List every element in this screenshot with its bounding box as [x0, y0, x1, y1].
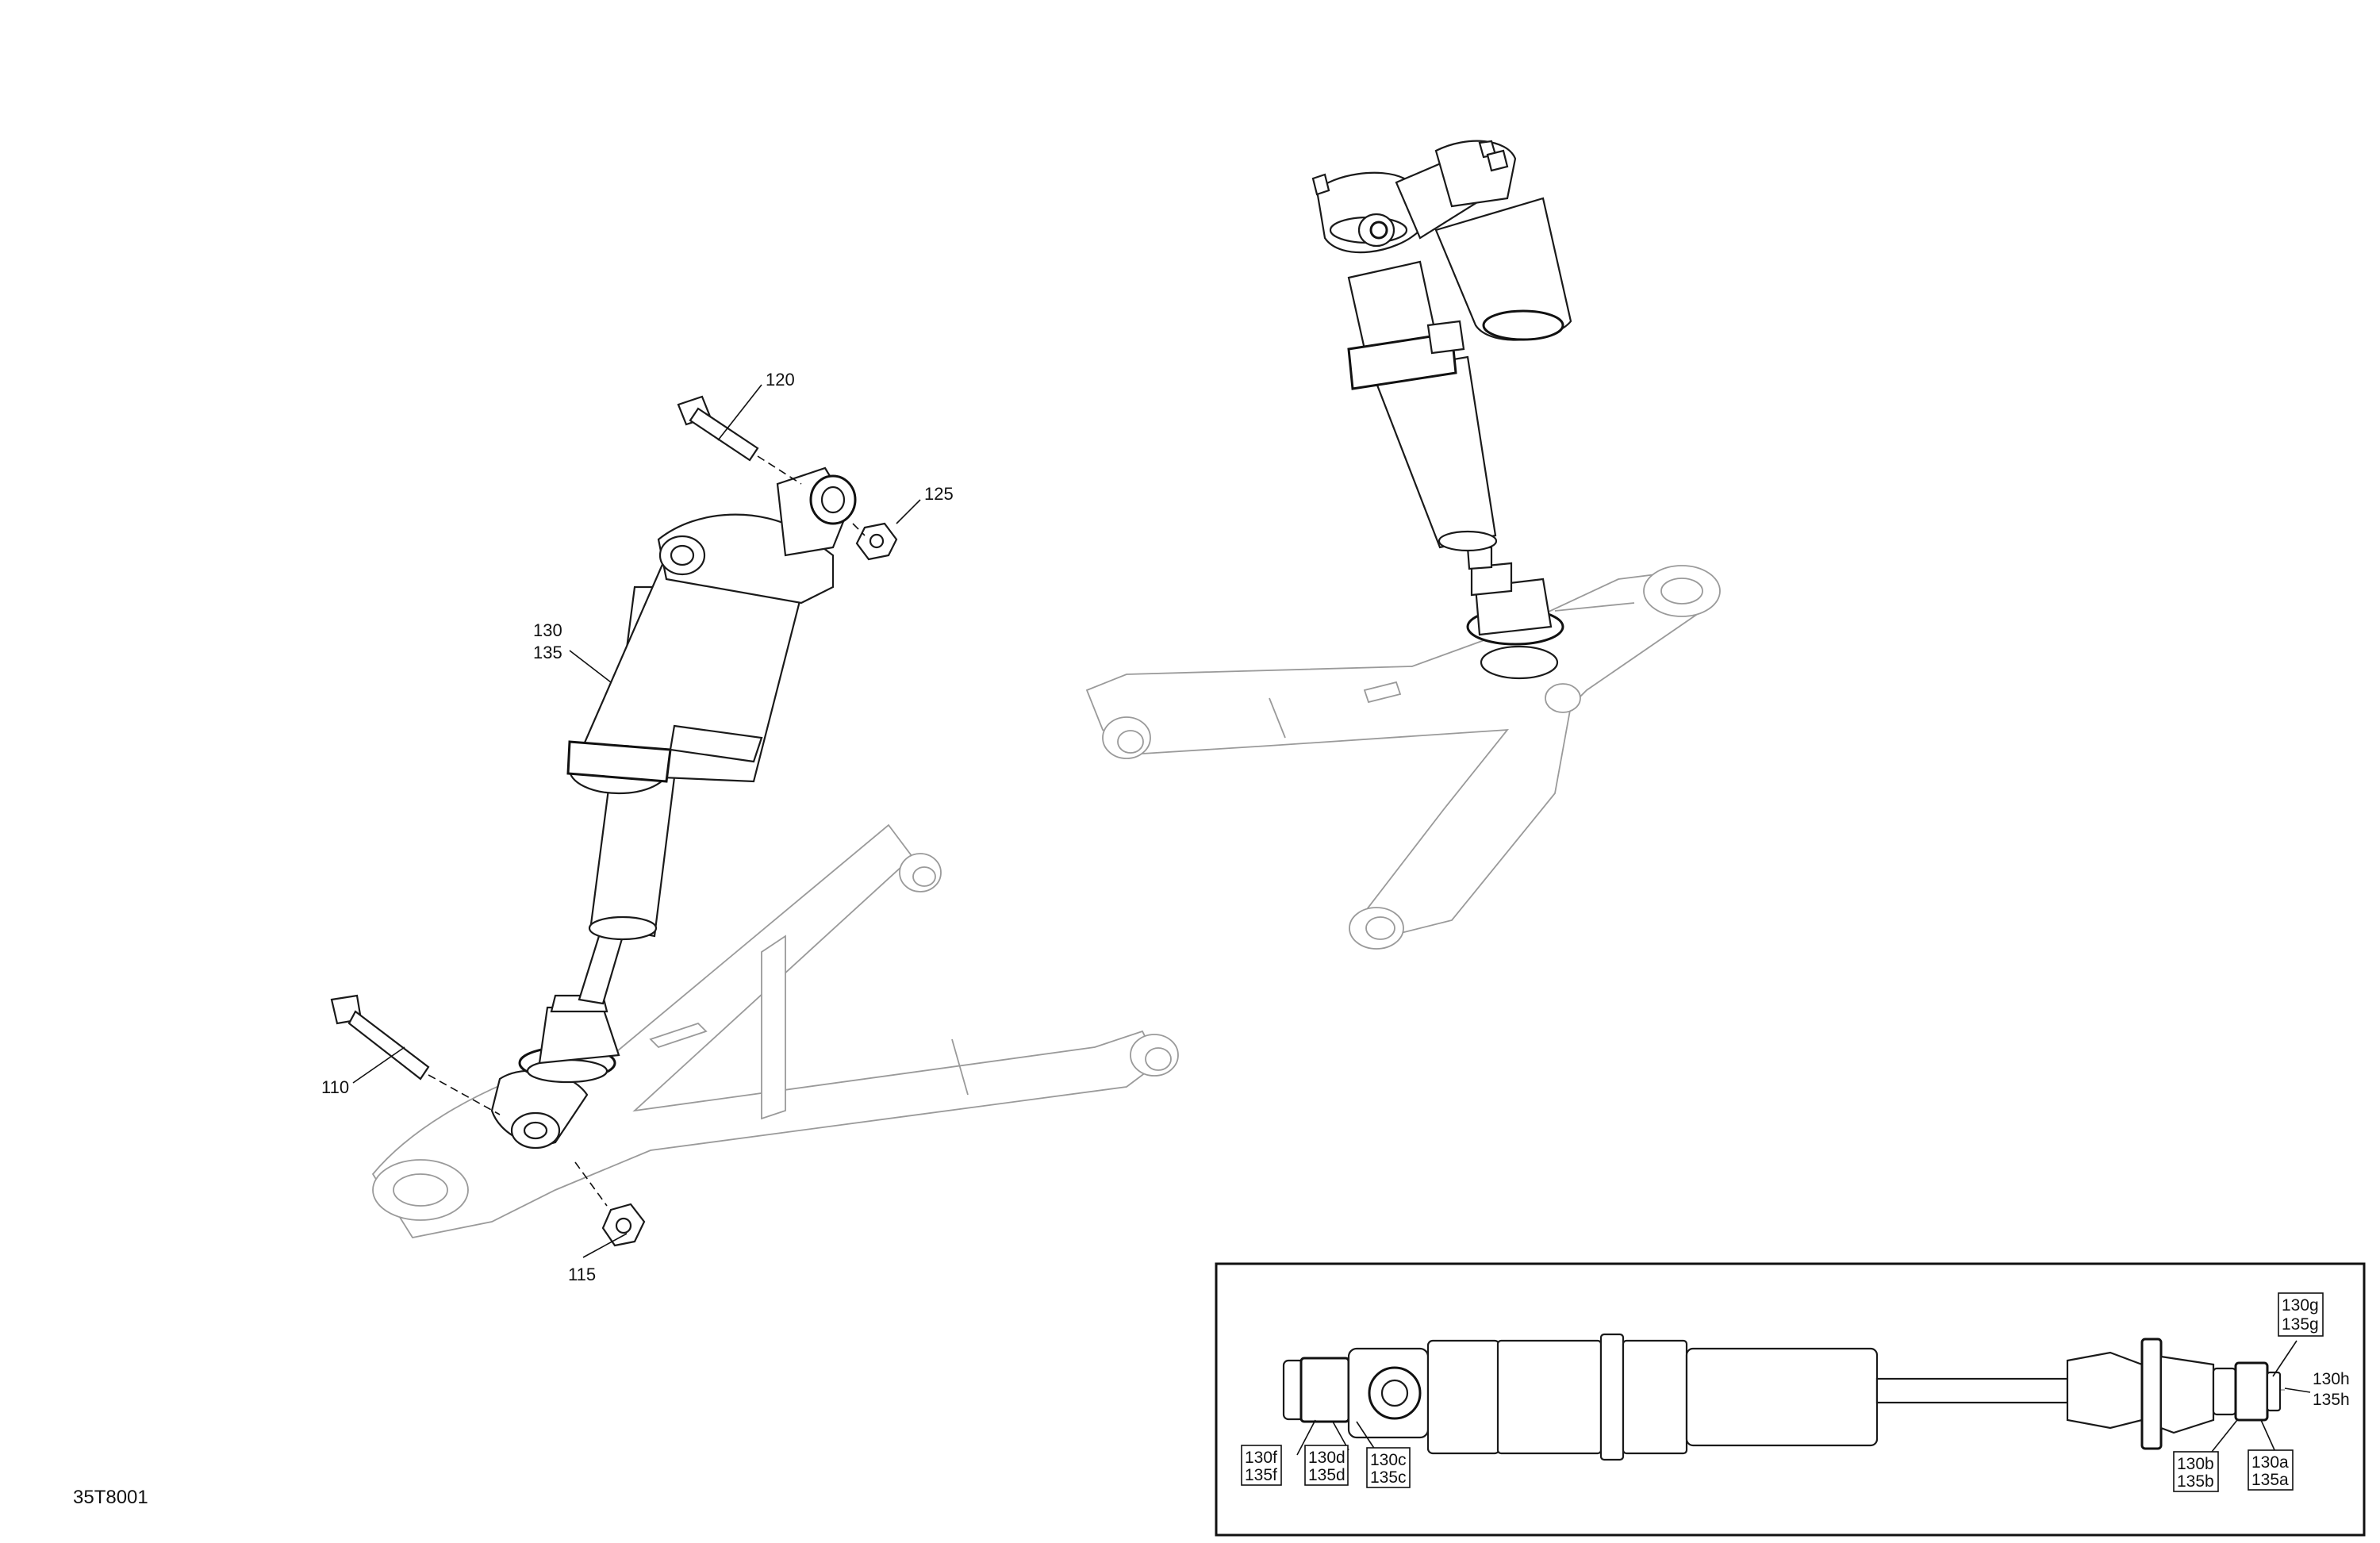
figure-reference-code: 35T8001 — [73, 1487, 148, 1508]
svg-text:130g: 130g — [2282, 1296, 2319, 1315]
svg-text:130b: 130b — [2177, 1455, 2214, 1473]
callout-115: 115 — [568, 1265, 596, 1284]
left-shock-head — [657, 466, 857, 605]
inset-label-130c-135c: 130c 135c — [1366, 1447, 1411, 1488]
svg-text:130f: 130f — [1245, 1449, 1277, 1467]
svg-text:135f: 135f — [1245, 1466, 1277, 1484]
right-assembled-view — [1085, 140, 1721, 950]
left-shock-lower-eye — [490, 1069, 589, 1150]
right-shock-head — [1311, 140, 1517, 254]
callout-130: 130 — [533, 620, 562, 640]
left-shock-shaft — [578, 935, 624, 1005]
inset-shaft — [1875, 1377, 2069, 1404]
right-a-arm — [1085, 565, 1721, 950]
left-shock-lower-body — [518, 994, 620, 1084]
svg-text:135b: 135b — [2177, 1472, 2214, 1491]
svg-text:135d: 135d — [1308, 1466, 1345, 1484]
bolt-120 — [677, 395, 802, 485]
svg-text:135a: 135a — [2251, 1471, 2289, 1489]
inset-label-130g-135g: 130g 135g — [2278, 1292, 2324, 1337]
nut-125 — [852, 522, 898, 561]
inset-label-130d-135d: 130d 135d — [1304, 1445, 1349, 1486]
left-a-arm — [371, 823, 1179, 1239]
callout-135: 135 — [533, 643, 562, 662]
inset-shock-body — [1426, 1333, 1879, 1461]
svg-text:130a: 130a — [2251, 1453, 2289, 1472]
right-shock-lower — [1466, 546, 1564, 680]
svg-text:130c: 130c — [1370, 1451, 1407, 1469]
left-callout-leaders — [352, 384, 921, 1258]
callout-125: 125 — [924, 484, 954, 504]
bolt-110 — [330, 994, 501, 1115]
inset-label-130h-135h: 130h 135h — [2313, 1370, 2350, 1409]
svg-text:135c: 135c — [1370, 1468, 1407, 1487]
inset-label-130a-135a: 130a 135a — [2248, 1449, 2294, 1491]
inset-lower-body — [2066, 1338, 2282, 1450]
svg-text:135g: 135g — [2282, 1315, 2319, 1334]
left-exploded-assembly: 120 125 130 135 110 115 — [321, 370, 1179, 1284]
svg-text:130h: 130h — [2313, 1370, 2350, 1388]
inset-label-130f-135f: 130f 135f — [1241, 1445, 1282, 1486]
inset-frame — [1215, 1262, 2366, 1537]
inset-label-130b-135b: 130b 135b — [2173, 1451, 2219, 1492]
callout-110: 110 — [321, 1077, 349, 1097]
svg-text:135h: 135h — [2313, 1391, 2350, 1409]
right-shock-reservoir — [1347, 197, 1572, 390]
inset-upper-eye — [1282, 1347, 1430, 1439]
nut-115 — [574, 1161, 646, 1247]
callout-120: 120 — [766, 370, 795, 390]
svg-text:130d: 130d — [1308, 1449, 1345, 1467]
inset-detail-view: 130f 135f 130d 135d 130c 135c 130b 135b … — [1215, 1262, 2366, 1537]
